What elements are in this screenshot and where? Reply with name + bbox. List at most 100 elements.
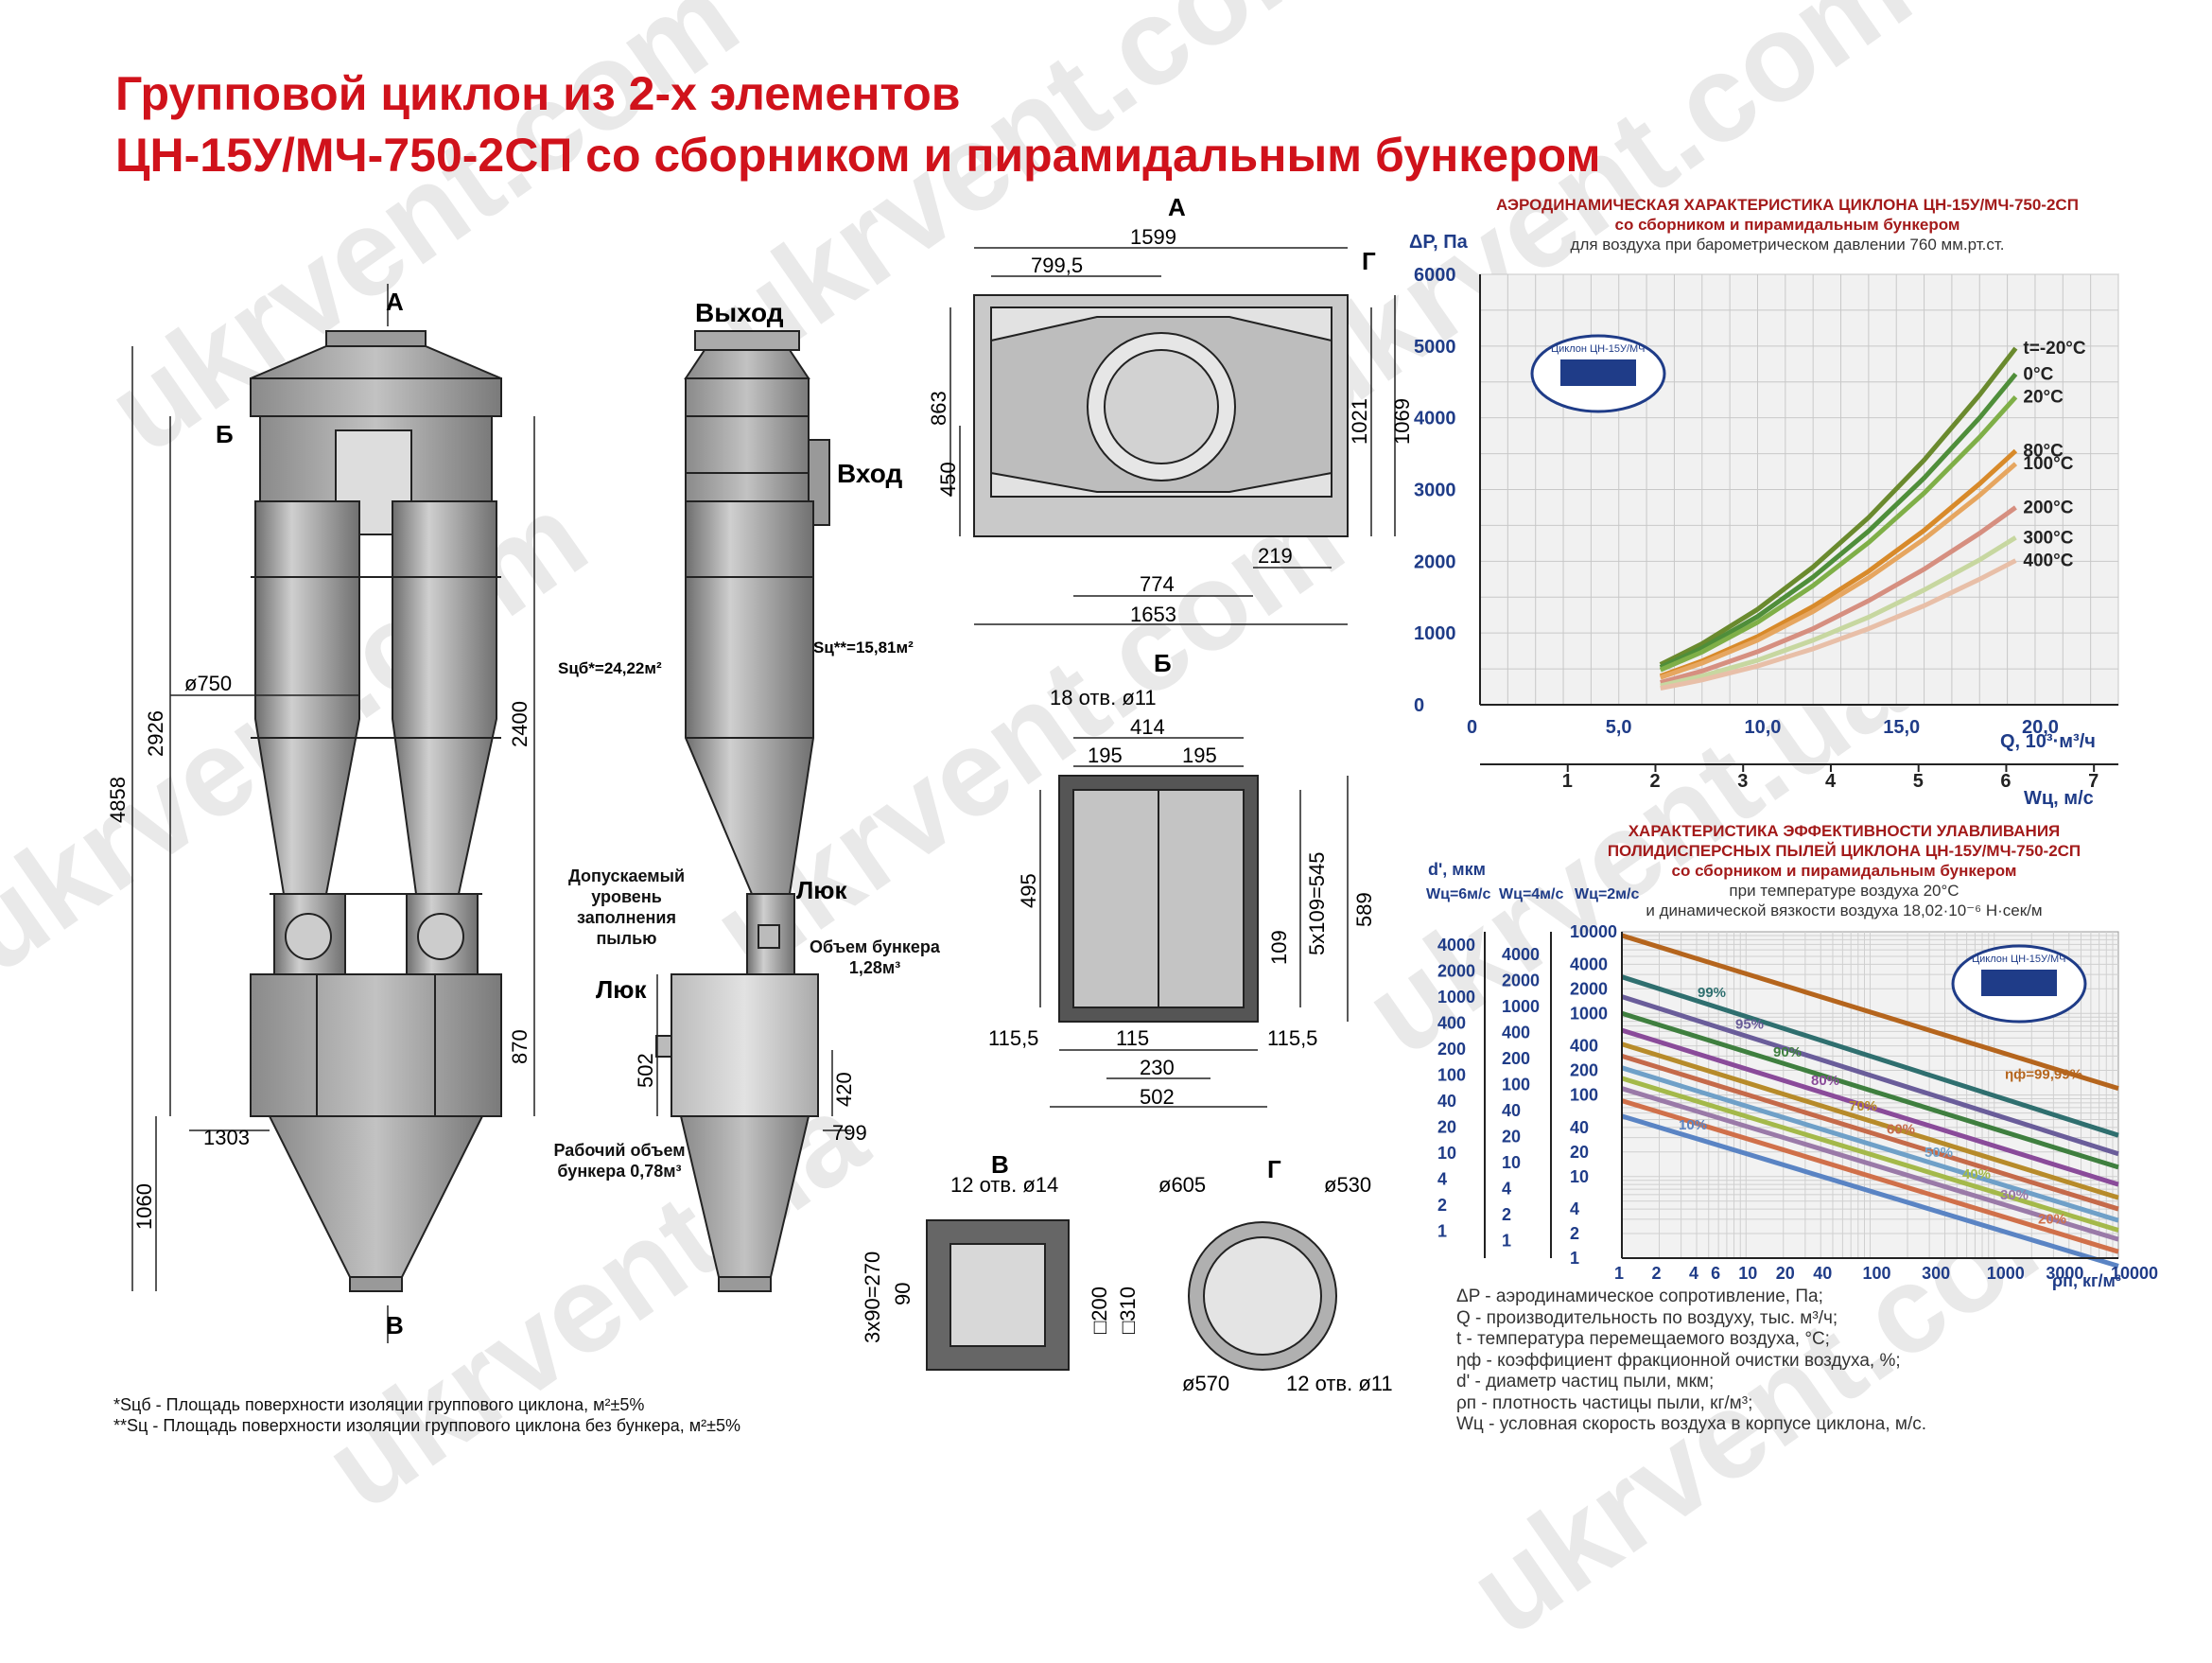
factory-stamp: Циклон ЦН-15У/МЧ (1530, 334, 1666, 413)
eff-ytick-col2: 4000 (1502, 945, 1540, 964)
aero-ytick: 4000 (1414, 409, 1456, 429)
dim-230: 230 (1140, 1056, 1175, 1079)
eff-ytick-col1: 40 (1437, 1092, 1456, 1111)
aero-x2tick: 1 (1562, 771, 1573, 792)
eff-xtick: 1000 (1987, 1264, 2025, 1283)
view-v (926, 1219, 1070, 1371)
eff-title-5: и динамической вязкости воздуха 18,02·10… (1646, 902, 2043, 919)
symbol-legend: ΔP - аэродинамическое сопротивление, Па;… (1456, 1287, 1926, 1436)
eff-xtick: 1 (1614, 1264, 1624, 1283)
dim-1599: 1599 (1130, 225, 1176, 249)
dim-1653: 1653 (1130, 603, 1176, 626)
eff-series-label: 20% (2038, 1211, 2066, 1227)
legend-item: ΔP - аэродинамическое сопротивление, Па; (1456, 1287, 1823, 1306)
eff-ytick: 4000 (1570, 954, 1608, 973)
aero-series-label: 20°C (2023, 388, 2064, 408)
aero-series-line (1660, 558, 2017, 691)
legend-item: ρп - плотность частицы пыли, кг/м³; (1456, 1392, 1753, 1413)
dim-589: 589 (1352, 892, 1376, 927)
eff-ytick-col2: 10 (1502, 1153, 1521, 1172)
aero-ytick: 3000 (1414, 481, 1456, 501)
page-title-line2: ЦН-15У/МЧ-750-2СП со сборником и пирамид… (115, 129, 1601, 182)
aero-x2tick: 7 (2088, 771, 2099, 792)
working-volume-note: Рабочий объем бункера 0,78м³ (553, 1141, 685, 1181)
eff-ytick-col1: 1 (1437, 1222, 1447, 1241)
aero-series-label: 200°C (2023, 498, 2073, 517)
aero-x2tick: 2 (1649, 771, 1660, 792)
legend-item: t - температура перемещаемого воздуха, °… (1456, 1329, 1830, 1349)
aero-xlabel: Q, 10³·м³/ч (2000, 731, 2096, 752)
dim-570: ø570 (1182, 1372, 1229, 1395)
view-a-dimensions (949, 247, 1396, 625)
aero-x2tick: 3 (1737, 771, 1748, 792)
aero-series-label: 80°C (2023, 442, 2064, 462)
aero-chart-title: АЭРОДИНАМИЧЕСКАЯ ХАРАКТЕРИСТИКА ЦИКЛОНА … (1447, 195, 2128, 254)
eff-ytick-col1: 1000 (1437, 988, 1475, 1007)
aero-ytick: 1000 (1414, 623, 1456, 644)
side-inlet-label: Вход (837, 459, 902, 488)
eff-xtick: 100 (1863, 1264, 1891, 1283)
eff-xtick: 6 (1711, 1264, 1720, 1283)
eff-title-1: ХАРАКТЕРИСТИКА ЭФФЕКТИВНОСТИ УЛАВЛИВАНИЯ (1628, 822, 2061, 840)
eff-series-label: 50% (1925, 1145, 1953, 1161)
eff-ytick: 4 (1570, 1199, 1579, 1218)
footnote-1: *Sцб - Площадь поверхности изоляции груп… (113, 1395, 645, 1414)
dim-1060: 1060 (132, 1183, 156, 1230)
eff-ytick: 2000 (1570, 979, 1608, 998)
view-b-label: Б (1154, 649, 1172, 677)
view-b-holes: 18 отв. ø11 (1050, 686, 1157, 709)
eff-ylabel: dʹ, мкм (1428, 860, 1486, 879)
aero-series-line (1659, 372, 2018, 670)
footnote-2: **Sц - Площадь поверхности изоляции груп… (113, 1416, 741, 1435)
dim-115-5a: 115,5 (988, 1026, 1038, 1050)
eff-ytick-col1: 2000 (1437, 962, 1475, 981)
area-nobunker-label: Sц**=15,81м² (813, 639, 914, 656)
hatch-label-left: Люк (596, 975, 647, 1004)
eff-ytick-col2: 1 (1502, 1232, 1511, 1251)
page-title-line1: Групповой циклон из 2-х элементов (115, 67, 961, 120)
eff-ytick-col2: 2 (1502, 1205, 1511, 1224)
eff-ytick: 100 (1570, 1086, 1598, 1105)
view-g-holes: 12 отв. ø11 (1286, 1372, 1393, 1395)
side-view (655, 330, 830, 1292)
dim-863: 863 (927, 391, 950, 426)
aero-title-2: со сборником и пирамидальным бункером (1614, 216, 1960, 234)
eff-xtick: 300 (1922, 1264, 1950, 1283)
eff-series-label: ηф=99,99% (2005, 1067, 2082, 1083)
eff-series-label: 40% (1962, 1166, 1991, 1182)
aero-series-label: t=-20°C (2023, 339, 2085, 359)
aero-series-label: 400°C (2023, 551, 2073, 571)
aero-series-line (1660, 505, 2017, 685)
aero-xtick: 10,0 (1744, 717, 1781, 738)
eff-series-label: 70% (1849, 1098, 1877, 1114)
front-label-v: В (386, 1311, 404, 1339)
view-v-label: В (991, 1150, 1009, 1179)
eff-series-label: 95% (1735, 1017, 1764, 1033)
eff-series-label: 10% (1679, 1117, 1707, 1133)
aero-series-label: 300°C (2023, 528, 2073, 548)
eff-xtick: 2 (1652, 1264, 1662, 1283)
eff-series-line (1621, 1113, 2119, 1269)
dim-2400: 2400 (508, 701, 531, 747)
eff-ytick-col2: 1000 (1502, 997, 1540, 1016)
eff-series-label: 90% (1773, 1044, 1802, 1060)
dim-450: 450 (936, 462, 960, 497)
eff-ytick-col1: 200 (1437, 1040, 1466, 1059)
stamp-top: Циклон ЦН-15У/МЧ (1551, 343, 1645, 355)
dim-414: 414 (1130, 715, 1165, 739)
dim-90: 90 (891, 1283, 914, 1305)
aero-x2tick: 5 (1913, 771, 1924, 792)
legend-item: Wц - условная скорость воздуха в корпусе… (1456, 1414, 1927, 1434)
dim-4858: 4858 (106, 777, 130, 823)
eff-ytick-col2: 400 (1502, 1024, 1530, 1042)
view-a-label: А (1168, 193, 1186, 221)
aero-ytick: 2000 (1414, 551, 1456, 572)
aero-series-line (1659, 462, 2018, 680)
eff-ytick-col1: 2 (1437, 1196, 1447, 1215)
eff-series-line (1621, 994, 2119, 1157)
view-g (1188, 1221, 1337, 1371)
eff-ytick-col2: 4 (1502, 1180, 1511, 1199)
aero-title-1: АЭРОДИНАМИЧЕСКАЯ ХАРАКТЕРИСТИКА ЦИКЛОНА … (1496, 196, 2079, 214)
eff-title-2: ПОЛИДИСПЕРСНЫХ ПЫЛЕЙ ЦИКЛОНА ЦН-15У/МЧ-7… (1607, 842, 2081, 860)
dim-1303: 1303 (203, 1126, 250, 1149)
